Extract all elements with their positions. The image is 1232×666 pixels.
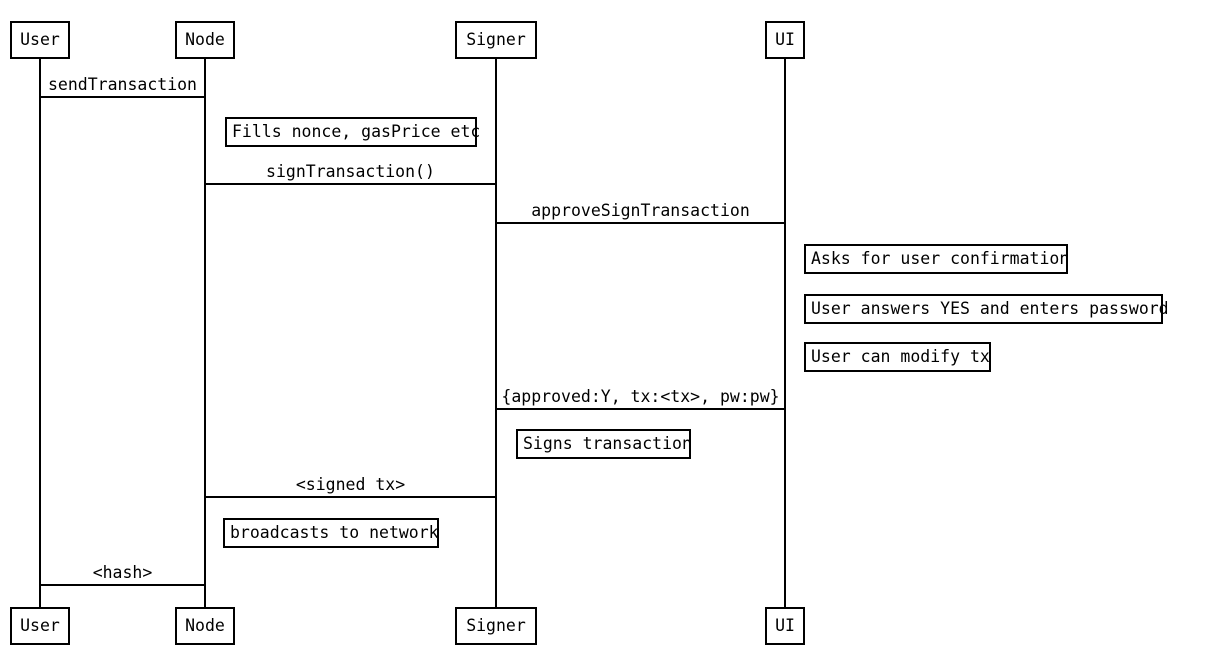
message-approved-payload-label: {approved:Y, tx:<tx>, pw:pw}	[501, 387, 780, 406]
message-signed-tx-label: <signed tx>	[295, 475, 406, 494]
note-user-answers-yes: User answers YES and enters password	[804, 294, 1169, 324]
actor-signer-bottom: Signer	[455, 607, 537, 645]
note-user-can-modify: User can modify tx	[804, 342, 991, 372]
message-sign-transaction-line	[205, 183, 496, 185]
message-send-transaction: sendTransaction	[40, 75, 205, 98]
actor-signer-top: Signer	[455, 21, 537, 59]
message-hash-line	[40, 584, 205, 586]
message-approve-sign-transaction-line	[496, 222, 785, 224]
actor-user-bottom: User	[10, 607, 70, 645]
note-signs-transaction: Signs transaction	[516, 429, 692, 459]
actor-node-bottom: Node	[175, 607, 235, 645]
message-signed-tx: <signed tx>	[205, 475, 496, 498]
message-hash-label: <hash>	[92, 563, 153, 582]
actor-user-top: User	[10, 21, 70, 59]
note-asks-confirmation: Asks for user confirmation	[804, 244, 1069, 274]
message-signed-tx-line	[205, 496, 496, 498]
lifeline-user	[39, 59, 41, 607]
message-approve-sign-transaction-label: approveSignTransaction	[531, 201, 750, 220]
message-sign-transaction: signTransaction()	[205, 162, 496, 185]
message-send-transaction-label: sendTransaction	[47, 75, 197, 94]
note-fills-nonce: Fills nonce, gasPrice etc	[225, 117, 480, 147]
actor-ui-bottom: UI	[765, 607, 805, 645]
message-sign-transaction-label: signTransaction()	[266, 162, 435, 181]
actor-ui-top: UI	[765, 21, 805, 59]
lifeline-node	[204, 59, 206, 607]
note-broadcasts-network: broadcasts to network	[223, 518, 439, 548]
actor-node-top: Node	[175, 21, 235, 59]
message-approved-payload-line	[496, 408, 785, 410]
lifeline-signer	[495, 59, 497, 607]
message-approved-payload: {approved:Y, tx:<tx>, pw:pw}	[496, 387, 785, 410]
message-send-transaction-line	[40, 96, 205, 98]
message-hash: <hash>	[40, 563, 205, 586]
message-approve-sign-transaction: approveSignTransaction	[496, 201, 785, 224]
lifeline-ui	[784, 59, 786, 607]
